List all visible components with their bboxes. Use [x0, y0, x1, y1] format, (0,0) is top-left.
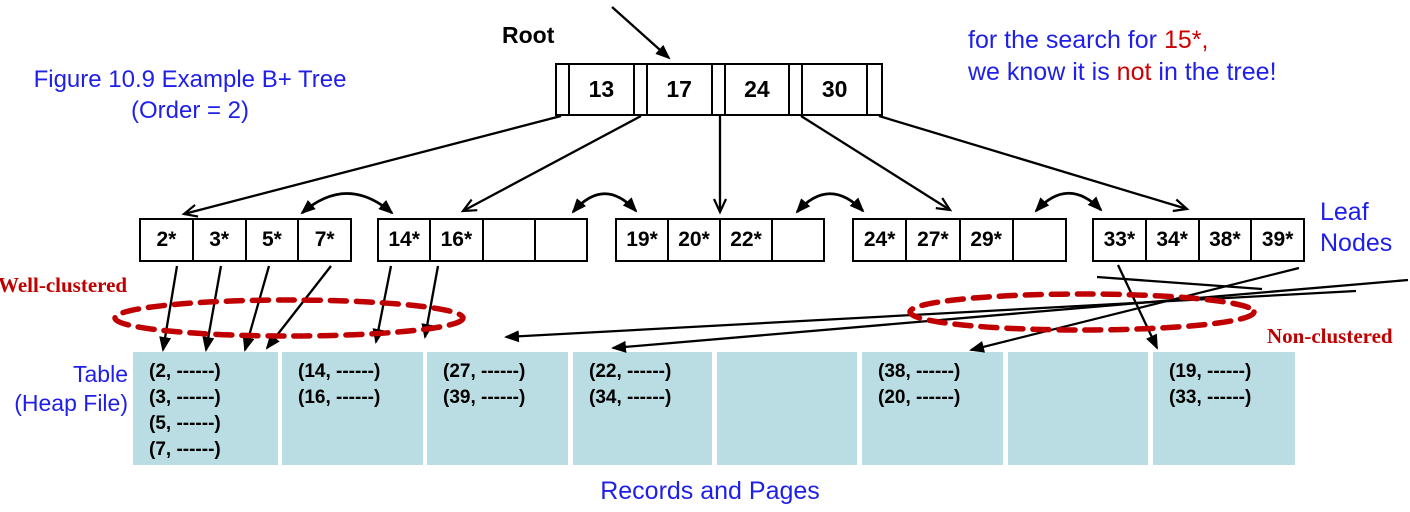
record-arrow-33 — [1116, 264, 1159, 350]
leaf-cell: 5* — [247, 220, 300, 260]
non-clustered-label: Non-clustered — [1267, 324, 1393, 348]
search-note-text3: in the tree! — [1151, 58, 1277, 86]
root-pointer-cell — [790, 65, 804, 114]
leaf-cell — [773, 220, 823, 260]
heap-page-5 — [717, 352, 857, 465]
leaf-cell: 2* — [141, 220, 194, 260]
root-key-cell: 24 — [726, 65, 791, 114]
search-note-line2: we know it is not in the tree! — [968, 56, 1277, 88]
heap-record: (14, ------) — [298, 361, 381, 382]
record-arrow-2 — [159, 265, 179, 352]
sibling-link-arrow-2 — [571, 192, 638, 214]
search-note-not: not — [1116, 58, 1152, 86]
heap-record: (38, ------) — [878, 361, 961, 382]
root-pointer-arrow-2 — [460, 114, 642, 213]
figure-caption-line1: Figure 10.9 Example B+ Tree — [33, 66, 347, 93]
leaf-cell: 33* — [1094, 220, 1147, 260]
record-arrow-38 — [969, 266, 1300, 353]
sibling-link-arrow-4 — [1034, 191, 1103, 213]
heap-record: (34, ------) — [589, 387, 672, 408]
record-arrow-39 — [504, 289, 1357, 343]
leaf-cell: 34* — [1147, 220, 1200, 260]
leaf-cell: 19* — [617, 220, 669, 260]
heap-record: (16, ------) — [298, 387, 381, 408]
leaf-node-5: 33*34*38* 39* — [1092, 218, 1305, 262]
heap-record: (39, ------) — [443, 387, 526, 408]
leaf-cell: 3* — [194, 220, 247, 260]
leaf-cell: 27* — [907, 220, 961, 260]
leaf-cell — [1014, 220, 1065, 260]
sibling-link-arrow-3 — [795, 192, 865, 214]
leaf-cell: 24* — [854, 220, 908, 260]
leaf-cell: 20* — [669, 220, 721, 260]
leaf-cell: 39* — [1261, 228, 1294, 251]
search-note-text: for the search for — [968, 26, 1164, 54]
heap-record: (27, ------) — [443, 361, 526, 382]
search-note-line1: for the search for 15*, — [968, 24, 1277, 56]
leaf-node-4: 24*27*29* — [852, 218, 1067, 262]
search-note: for the search for 15*, we know it is no… — [968, 24, 1277, 88]
heap-file-label: Table (Heap File) — [0, 360, 128, 418]
search-note-text2: we know it is — [968, 58, 1117, 86]
heap-file-label-line1: Table — [73, 361, 128, 387]
record-arrow-3 — [202, 265, 223, 352]
record-arrow-7 — [265, 265, 332, 350]
heap-record: (19, ------) — [1169, 361, 1252, 382]
heap-record: (5, ------) — [149, 413, 221, 434]
root-pointer-arrow-1 — [181, 114, 562, 218]
heap-page-3: (27, ------) (39, ------) — [427, 352, 568, 465]
search-note-key: 15*, — [1163, 26, 1209, 54]
leaf-nodes-label-line2: Nodes — [1320, 229, 1393, 257]
heap-page-7 — [1008, 352, 1148, 465]
heap-record: (20, ------) — [878, 387, 961, 408]
record-arrow-14 — [372, 265, 393, 344]
root-pointer-cell — [557, 65, 570, 114]
record-arrow-16 — [421, 265, 440, 339]
leaf-cell — [484, 220, 536, 260]
heap-record: (3, ------) — [149, 387, 221, 408]
root-label: Root — [502, 22, 555, 48]
leaf-cell: 16* — [431, 220, 484, 260]
heap-page-4: (22, ------) (34, ------) — [573, 352, 712, 465]
root-pointer-cell — [713, 65, 726, 114]
root-key-cell: 30 — [803, 65, 868, 114]
root-pointer-arrow-4 — [800, 115, 953, 212]
arrow-into-root — [611, 6, 671, 60]
heap-file-label-line2: (Heap File) — [14, 390, 128, 416]
root-pointer-arrow-5 — [878, 114, 1190, 213]
record-line-fragment — [1096, 275, 1263, 291]
heap-record: (2, ------) — [149, 361, 221, 382]
root-key-cell: 17 — [648, 65, 713, 114]
leaf-node-1: 2*3*5* 7* — [139, 218, 352, 262]
leaf-nodes-label: Leaf Nodes — [1320, 197, 1392, 259]
leaf-cell: 14* — [379, 220, 432, 260]
figure-caption-line2: (Order = 2) — [130, 97, 250, 124]
heap-record: (7, ------) — [149, 439, 221, 460]
leaf-nodes-label-line1: Leaf — [1320, 198, 1369, 226]
root-pointer-cell — [635, 65, 648, 114]
record-arrow-5 — [242, 265, 271, 352]
heap-record: (22, ------) — [589, 361, 672, 382]
leaf-cell: 38* — [1200, 220, 1253, 260]
leaf-cell: 22* — [721, 220, 773, 260]
heap-record: (33, ------) — [1169, 387, 1252, 408]
heap-page-2: (14, ------) (16, ------) — [282, 352, 423, 465]
root-key-cell: 13 — [570, 65, 635, 114]
heap-page-8: (19, ------) (33, ------) — [1153, 352, 1295, 465]
non-clustered-ellipse — [907, 291, 1257, 333]
leaf-cell — [536, 220, 586, 260]
leaf-cell: 29* — [961, 220, 1014, 260]
leaf-node-3: 19*20*22* — [615, 218, 825, 262]
heap-page-6: (38, ------) (20, ------) — [862, 352, 1003, 465]
leaf-cell: 7* — [314, 228, 335, 251]
records-and-pages-label: Records and Pages — [600, 477, 820, 505]
heap-page-1: (2, ------) (3, ------) (5, ------) (7, ---… — [133, 352, 278, 465]
well-clustered-ellipse — [112, 297, 466, 339]
leaf-node-2: 14*16* — [377, 218, 588, 262]
well-clustered-label: Well-clustered — [0, 273, 128, 297]
root-pointer-cell — [868, 65, 881, 114]
sibling-link-arrow-1 — [300, 192, 394, 215]
figure-caption: Figure 10.9 Example B+ Tree (Order = 2) — [25, 64, 355, 126]
